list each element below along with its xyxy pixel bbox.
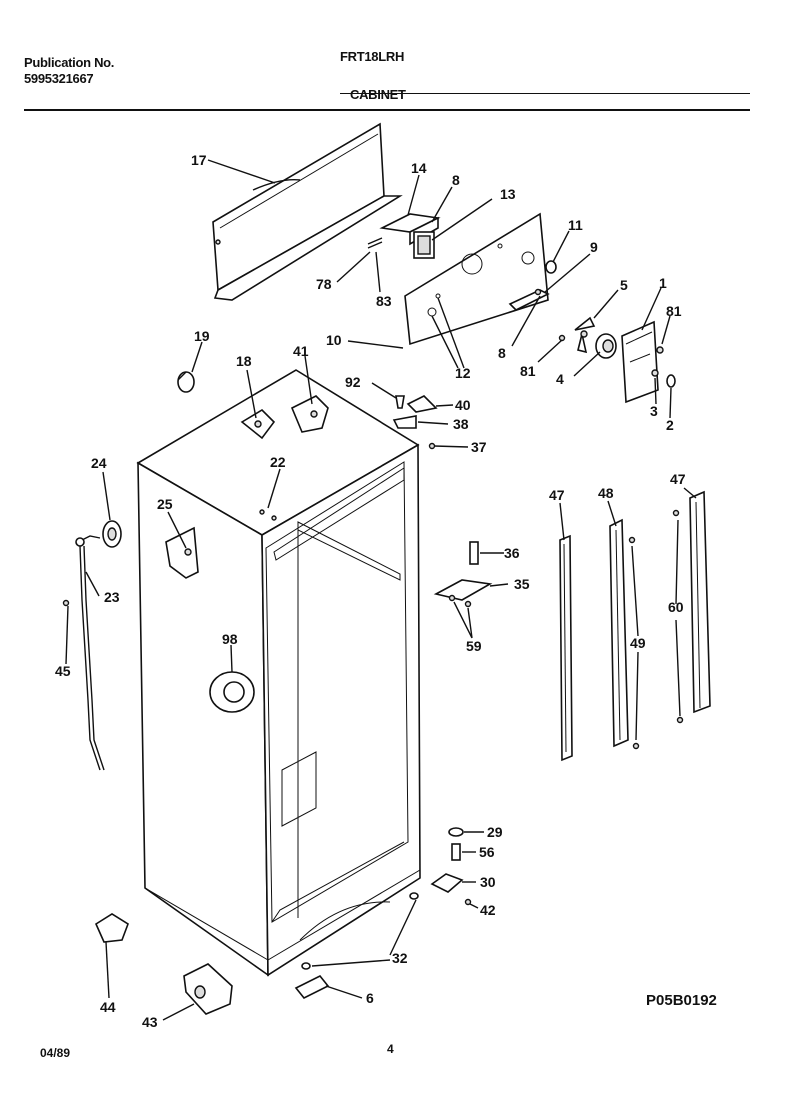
part-32-plugs <box>301 892 419 970</box>
cabinet-body <box>136 369 421 977</box>
page-number: 4 <box>387 1042 394 1056</box>
callout-8: 8 <box>498 345 506 361</box>
callout-45: 45 <box>55 663 71 679</box>
part-1-motor-bracket <box>621 320 659 404</box>
callout-4: 4 <box>556 371 564 387</box>
callout-23: 23 <box>104 589 120 605</box>
part-56-pin <box>451 843 461 861</box>
callout-8: 8 <box>452 172 460 188</box>
callout-30: 30 <box>480 874 496 890</box>
callout-17: 17 <box>191 152 207 168</box>
callout-98: 98 <box>222 631 238 647</box>
callout-35: 35 <box>514 576 530 592</box>
callout-12: 12 <box>455 365 471 381</box>
callout-10: 10 <box>326 332 342 348</box>
part-98-drain-ring <box>209 671 255 713</box>
callout-36: 36 <box>504 545 520 561</box>
part-4-fan-motor <box>595 333 617 359</box>
part-43-leveler <box>183 963 233 1015</box>
part-35-hinge <box>433 579 493 601</box>
part-3-screw <box>651 369 659 377</box>
callout-83: 83 <box>376 293 392 309</box>
part-17-top-cover <box>212 122 403 301</box>
figure-code: P05B0192 <box>646 992 717 1009</box>
callout-1: 1 <box>659 275 667 291</box>
callout-44: 44 <box>100 999 116 1015</box>
callout-81: 81 <box>666 303 682 319</box>
callout-48: 48 <box>598 485 614 501</box>
part-37-screw <box>428 442 436 450</box>
part-23-wire <box>75 535 105 771</box>
part-83-spring <box>367 237 383 249</box>
callout-56: 56 <box>479 844 495 860</box>
part-13-control <box>413 231 435 259</box>
revision-date: 04/89 <box>40 1046 71 1060</box>
part-29-bushing <box>448 827 464 837</box>
part-40-shield <box>406 395 438 413</box>
callout-49: 49 <box>630 635 646 651</box>
part-47a-strip <box>559 534 573 762</box>
callout-2: 2 <box>666 417 674 433</box>
callout-60: 60 <box>668 599 684 615</box>
part-38-bracket <box>392 415 417 429</box>
callout-32: 32 <box>392 950 408 966</box>
part-25-hinge <box>165 526 199 579</box>
callout-3: 3 <box>650 403 658 419</box>
callout-9: 9 <box>590 239 598 255</box>
callout-41: 41 <box>293 343 309 359</box>
part-30-hinge <box>430 873 464 893</box>
callout-59: 59 <box>466 638 482 654</box>
callout-22: 22 <box>270 454 286 470</box>
callout-92: 92 <box>345 374 361 390</box>
part-22-screws <box>259 509 277 521</box>
callout-42: 42 <box>480 902 496 918</box>
header-rule <box>24 109 750 111</box>
part-42-screw <box>464 898 472 906</box>
callout-19: 19 <box>194 328 210 344</box>
part-19-light-shield <box>177 371 195 393</box>
part-36-hinge-pin <box>469 541 479 565</box>
callout-14: 14 <box>411 160 427 176</box>
callout-81: 81 <box>520 363 536 379</box>
callout-25: 25 <box>157 496 173 512</box>
model-number: FRT18LRH <box>340 49 405 64</box>
part-6-grille <box>294 974 330 1000</box>
part-49-screws <box>628 536 640 750</box>
part-10-evap-cover <box>404 212 549 346</box>
part-5-fan-blade <box>574 316 596 354</box>
part-41-control-bracket <box>290 395 329 433</box>
callout-13: 13 <box>500 186 516 202</box>
publication-number: 5995321667 <box>24 71 94 86</box>
part-47b-strip <box>689 490 711 714</box>
part-44-clip <box>94 913 129 943</box>
part-92-screw <box>395 395 405 409</box>
callout-43: 43 <box>142 1014 158 1030</box>
callout-29: 29 <box>487 824 503 840</box>
part-2-grommet <box>666 374 676 388</box>
callout-11: 11 <box>568 217 583 233</box>
callout-40: 40 <box>455 397 471 413</box>
part-11-grommet <box>545 260 557 274</box>
leader-lines <box>65 159 697 1021</box>
part-59-screws <box>448 594 472 608</box>
callout-6: 6 <box>366 990 374 1006</box>
callout-47: 47 <box>670 471 686 487</box>
callout-37: 37 <box>471 439 487 455</box>
header-rule-top <box>340 93 750 94</box>
part-48-strip <box>609 518 629 748</box>
callout-47: 47 <box>549 487 565 503</box>
callout-38: 38 <box>453 416 469 432</box>
part-9-bracket <box>508 288 550 311</box>
callout-78: 78 <box>316 276 332 292</box>
section-title: CABINET <box>350 87 406 102</box>
part-45-screw <box>62 599 70 607</box>
part-60-screws <box>672 509 684 724</box>
callouts: 17 14 8 13 11 9 78 83 10 12 8 5 1 81 81 … <box>55 152 686 1030</box>
callout-18: 18 <box>236 353 252 369</box>
callout-24: 24 <box>91 455 107 471</box>
part-24-washer <box>102 520 122 548</box>
publication-label: Publication No. <box>24 55 115 70</box>
callout-5: 5 <box>620 277 628 293</box>
